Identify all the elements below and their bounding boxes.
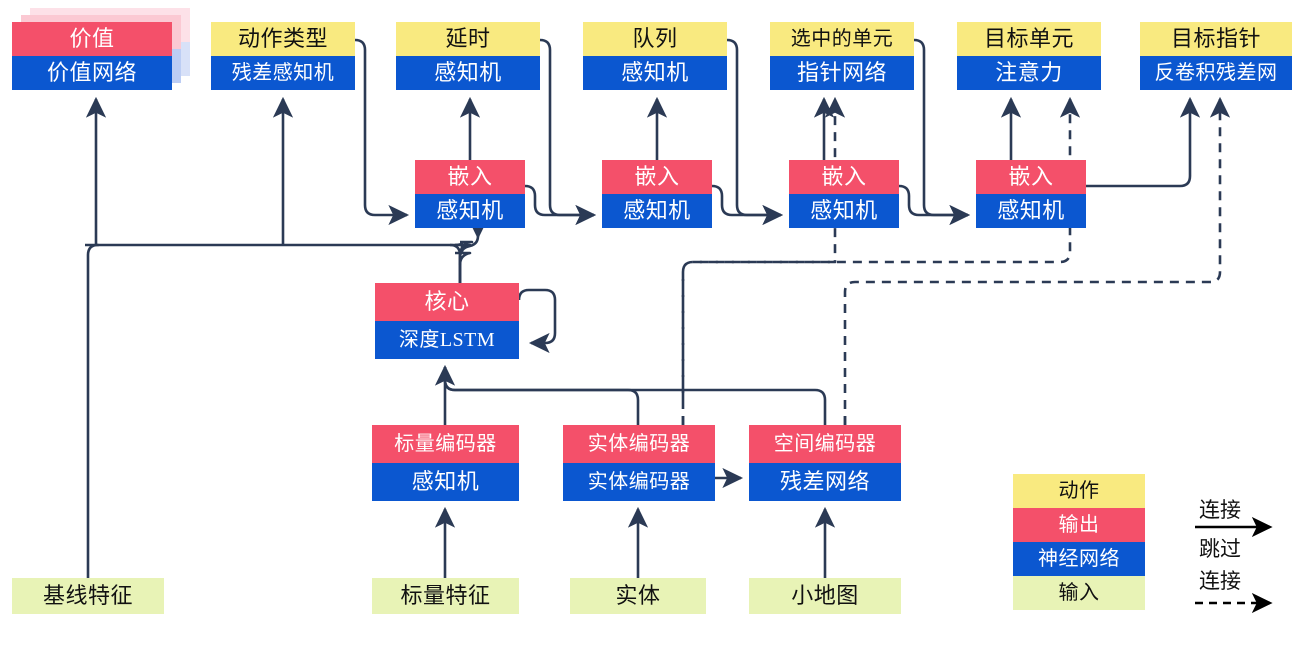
legend-swatch-action: 动作 bbox=[1013, 474, 1145, 508]
wire-core-up-into-emb1 bbox=[458, 218, 489, 283]
node-emb3-bottom-label: 感知机 bbox=[789, 194, 899, 228]
skip-spatialenc-to-targetpointer bbox=[843, 96, 1231, 425]
node-baseline_feat-top-label: 基线特征 bbox=[12, 578, 164, 614]
node-emb1[interactable]: 嵌入感知机 bbox=[415, 160, 525, 228]
node-target_unit-bottom-label: 注意力 bbox=[957, 56, 1101, 90]
node-emb2-top-label: 嵌入 bbox=[602, 160, 712, 194]
node-target_point-bottom-label: 反卷积残差网 bbox=[1140, 56, 1292, 90]
node-target_point-top-label: 目标指针 bbox=[1140, 22, 1292, 56]
node-entities-top-label: 实体 bbox=[570, 578, 706, 614]
node-scalar_enc-bottom-label: 感知机 bbox=[372, 463, 519, 501]
node-minimap-top-label: 小地图 bbox=[749, 578, 901, 614]
legend-skip-label-line2: 连接 bbox=[1199, 569, 1241, 593]
wire-core-recurrent-loop bbox=[517, 288, 557, 354]
wire-emb1-to-emb2 bbox=[524, 184, 597, 226]
node-target_point[interactable]: 目标指针反卷积残差网 bbox=[1140, 22, 1292, 90]
node-delay-top-label: 延时 bbox=[396, 22, 540, 56]
node-core-top-label: 核心 bbox=[375, 283, 519, 321]
wire-emb2-to-emb3 bbox=[711, 184, 784, 226]
node-action_type[interactable]: 动作类型残差感知机 bbox=[211, 22, 355, 90]
node-queued[interactable]: 队列感知机 bbox=[583, 22, 727, 90]
node-queued-bottom-label: 感知机 bbox=[583, 56, 727, 90]
node-value-top-label: 价值 bbox=[12, 22, 172, 56]
node-emb1-top-label: 嵌入 bbox=[415, 160, 525, 194]
wire-emb4-to-targetpointer bbox=[1086, 96, 1201, 188]
node-value[interactable]: 价值价值网络 bbox=[12, 22, 172, 90]
wire-emb3-to-emb4 bbox=[898, 184, 971, 226]
legend-swatch-output: 输出 bbox=[1013, 508, 1145, 542]
node-core-bottom-label: 深度LSTM bbox=[375, 321, 519, 359]
node-scalar_enc[interactable]: 标量编码器感知机 bbox=[372, 425, 519, 501]
wire-entityenc-to-core-bus bbox=[443, 367, 640, 425]
legend-connection-label: 连接 bbox=[1199, 498, 1241, 522]
node-entity_enc-top-label: 实体编码器 bbox=[563, 425, 715, 463]
legend-skip-label-line1: 跳过 bbox=[1199, 537, 1241, 561]
node-entity_enc[interactable]: 实体编码器实体编码器 bbox=[563, 425, 715, 501]
node-scalar_feat[interactable]: 标量特征 bbox=[372, 578, 519, 614]
node-emb1-bottom-label: 感知机 bbox=[415, 194, 525, 228]
node-emb4-bottom-label: 感知机 bbox=[976, 194, 1086, 228]
node-scalar_feat-top-label: 标量特征 bbox=[372, 578, 519, 614]
node-selected-top-label: 选中的单元 bbox=[770, 22, 914, 56]
wire-spatialenc-to-core-bus bbox=[443, 367, 827, 425]
node-action_type-bottom-label: 残差感知机 bbox=[211, 56, 355, 90]
node-delay-bottom-label: 感知机 bbox=[396, 56, 540, 90]
node-spatial_enc-bottom-label: 残差网络 bbox=[749, 463, 901, 501]
skip-entityenc-to-selected bbox=[681, 96, 846, 425]
node-entity_enc-bottom-label: 实体编码器 bbox=[563, 463, 715, 501]
wire-core-to-topbus bbox=[85, 243, 462, 283]
node-value-bottom-label: 价值网络 bbox=[12, 56, 172, 90]
wire-topbus-to-emb1 bbox=[450, 240, 474, 254]
node-spatial_enc-top-label: 空间编码器 bbox=[749, 425, 901, 463]
node-core[interactable]: 核心深度LSTM bbox=[375, 283, 519, 359]
wire-core-to-emb1-riser bbox=[455, 251, 472, 266]
node-target_unit-top-label: 目标单元 bbox=[957, 22, 1101, 56]
node-delay[interactable]: 延时感知机 bbox=[396, 22, 540, 90]
node-emb2-bottom-label: 感知机 bbox=[602, 194, 712, 228]
node-entities[interactable]: 实体 bbox=[570, 578, 706, 614]
node-emb2[interactable]: 嵌入感知机 bbox=[602, 160, 712, 228]
legend-swatch-input: 输入 bbox=[1013, 576, 1145, 610]
wire-core-to-emb1 bbox=[455, 243, 472, 283]
legend-color-key: 动作 输出 神经网络 输入 bbox=[1013, 474, 1145, 610]
node-action_type-top-label: 动作类型 bbox=[211, 22, 355, 56]
skip-entityenc-to-targetunit bbox=[681, 96, 1081, 400]
node-emb4-top-label: 嵌入 bbox=[976, 160, 1086, 194]
node-selected[interactable]: 选中的单元指针网络 bbox=[770, 22, 914, 90]
wire-baselinefeat-to-value bbox=[86, 243, 100, 578]
node-queued-top-label: 队列 bbox=[583, 22, 727, 56]
node-emb3-top-label: 嵌入 bbox=[789, 160, 899, 194]
node-baseline_feat[interactable]: 基线特征 bbox=[12, 578, 164, 614]
legend-swatch-network: 神经网络 bbox=[1013, 542, 1145, 576]
node-minimap[interactable]: 小地图 bbox=[749, 578, 901, 614]
node-emb3[interactable]: 嵌入感知机 bbox=[789, 160, 899, 228]
node-selected-bottom-label: 指针网络 bbox=[770, 56, 914, 90]
node-target_unit[interactable]: 目标单元注意力 bbox=[957, 22, 1101, 90]
node-emb4[interactable]: 嵌入感知机 bbox=[976, 160, 1086, 228]
node-scalar_enc-top-label: 标量编码器 bbox=[372, 425, 519, 463]
node-spatial_enc[interactable]: 空间编码器残差网络 bbox=[749, 425, 901, 501]
